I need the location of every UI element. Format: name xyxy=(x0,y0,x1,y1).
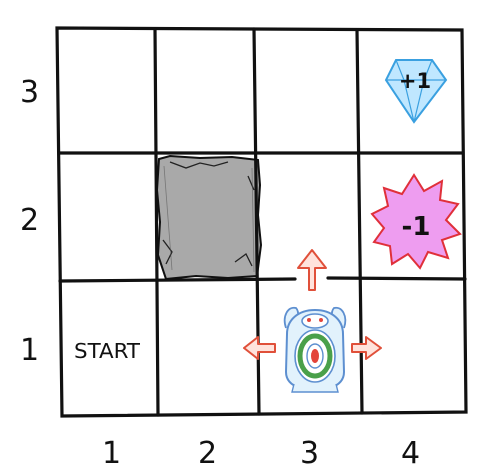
wall-cell xyxy=(155,154,263,281)
move-arrows xyxy=(243,249,382,360)
robot-icon xyxy=(283,306,347,393)
fire-pit-icon: -1 xyxy=(370,173,462,270)
arrow-up-icon xyxy=(297,249,327,291)
robot-core xyxy=(311,349,319,363)
fire-pit-shape xyxy=(370,173,462,270)
row-label-3: 3 xyxy=(20,75,39,110)
grid-border xyxy=(55,26,468,418)
grid-col-line-1 xyxy=(153,27,160,417)
wall-block xyxy=(155,154,263,281)
grid-row-line-2 xyxy=(58,276,467,283)
wall-crack xyxy=(162,161,255,267)
column-label-2: 2 xyxy=(198,436,217,471)
robot-eye-right xyxy=(319,318,323,322)
wall-inner-edge xyxy=(163,165,255,273)
robot-green-ring xyxy=(297,333,333,379)
diamond-icon: +1 xyxy=(384,59,448,124)
penalty-reward-label: -1 xyxy=(402,212,431,242)
arrow-left-icon xyxy=(243,336,276,360)
row-labels: 3 2 1 xyxy=(20,75,39,368)
robot-head xyxy=(301,313,329,329)
arrow-right-icon xyxy=(351,336,382,360)
column-label-4: 4 xyxy=(401,436,420,471)
column-label-3: 3 xyxy=(300,436,319,471)
diamond-reward-label: +1 xyxy=(399,69,431,93)
row-label-2: 2 xyxy=(20,203,39,238)
column-label-1: 1 xyxy=(102,436,121,471)
row-label-1: 1 xyxy=(20,333,39,368)
diamond-shape xyxy=(384,59,448,124)
start-label: START xyxy=(74,339,141,363)
robot-base xyxy=(291,383,339,393)
diamond-facets xyxy=(386,59,446,123)
robot-eye-left xyxy=(307,318,311,322)
column-labels: 1 2 3 4 xyxy=(102,436,420,471)
grid-col-line-3 xyxy=(355,28,364,415)
